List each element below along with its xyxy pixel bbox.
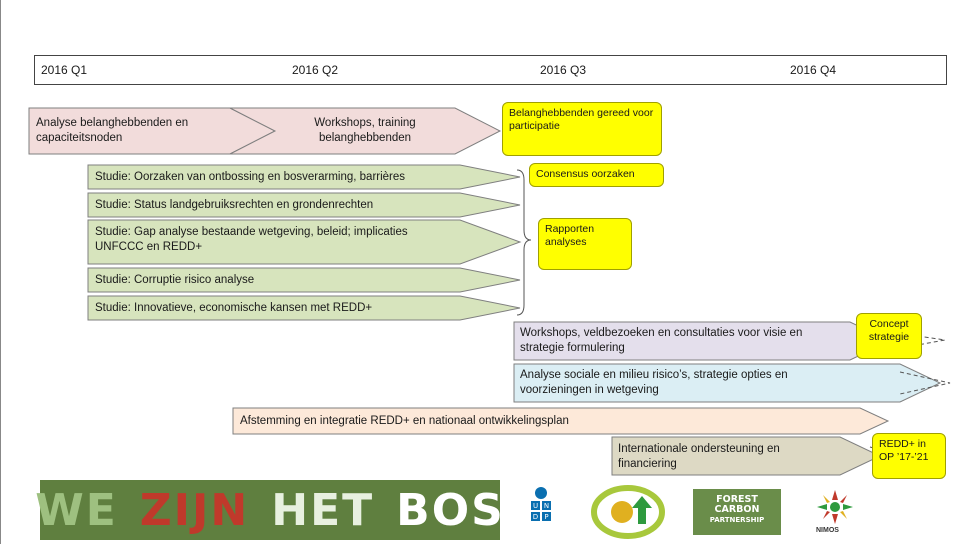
study-arrow bbox=[87, 295, 521, 321]
label-afstemming: Afstemming en integratie REDD+ en nation… bbox=[240, 415, 569, 427]
fcpf-logo: FOREST CARBON PARTNERSHIP bbox=[693, 489, 781, 535]
note-redd-op: REDD+ in OP ’17-’21 bbox=[872, 433, 946, 479]
label-study: Studie: Oorzaken van ontbossing en bosve… bbox=[95, 171, 406, 183]
label-internationaal: Internationale ondersteuning en financie… bbox=[618, 443, 780, 470]
label-analyse-sociale: Analyse sociale en milieu risico’s, stra… bbox=[520, 369, 788, 396]
fcpf-logo-text: CARBON bbox=[714, 504, 760, 515]
svg-text:N: N bbox=[544, 502, 549, 510]
dashed-extension bbox=[899, 371, 951, 395]
svg-text:P: P bbox=[544, 513, 548, 521]
quarter-label: 2016 Q2 bbox=[292, 63, 339, 77]
study-arrow bbox=[87, 164, 521, 190]
recycle-arrow-logo bbox=[591, 485, 665, 539]
label-study: Studie: Innovatieve, economische kansen … bbox=[95, 302, 373, 314]
quarter-label: 2016 Q3 bbox=[540, 63, 587, 77]
logo-word: ZIJN bbox=[139, 484, 250, 536]
study-arrow bbox=[87, 267, 521, 293]
logo-word: BOS bbox=[396, 484, 505, 536]
arrow-afstemming bbox=[232, 407, 890, 435]
nimos-logo-mark bbox=[817, 490, 853, 524]
nimos-logo-text: NIMOS bbox=[816, 527, 839, 534]
logo-word: HET bbox=[271, 484, 375, 536]
arrow-internationaal bbox=[611, 436, 882, 476]
chevron-workshops bbox=[229, 107, 502, 155]
we-zijn-het-bos-logo: WE ZIJN HET BOS bbox=[35, 480, 503, 540]
note-belanghebbenden-gereed: Belanghebbenden gereed voor participatie bbox=[502, 102, 662, 156]
fcpf-logo-text: PARTNERSHIP bbox=[709, 516, 765, 524]
label-analyse: Analyse belanghebbenden en capaciteitsno… bbox=[36, 117, 189, 144]
arrow-analyse-sociale bbox=[513, 363, 942, 403]
logo-word: WE bbox=[35, 484, 118, 536]
quarter-label: 2016 Q4 bbox=[790, 63, 837, 77]
quarter-label: 2016 Q1 bbox=[41, 63, 88, 77]
svg-text:U: U bbox=[533, 502, 538, 510]
fcpf-logo-text: FOREST bbox=[716, 494, 758, 505]
label-study: Studie: Corruptie risico analyse bbox=[95, 274, 255, 286]
note-concept-strategie: Concept strategie bbox=[856, 313, 922, 359]
brace bbox=[516, 169, 532, 316]
study-arrow bbox=[87, 192, 521, 218]
note-consensus-oorzaken: Consensus oorzaken bbox=[529, 163, 664, 187]
timeline-bar: 2016 Q1 2016 Q2 2016 Q3 2016 Q4 bbox=[34, 55, 947, 85]
label-workshops-training: Workshops, training belanghebbenden bbox=[314, 117, 416, 144]
label-study: Studie: Gap analyse bestaande wetgeving,… bbox=[95, 226, 408, 253]
note-rapporten-analyses: Rapporten analyses bbox=[538, 218, 632, 270]
svg-text:D: D bbox=[533, 513, 538, 521]
label-workshops-visie: Workshops, veldbezoeken en consultaties … bbox=[520, 327, 803, 354]
label-study: Studie: Status landgebruiksrechten en gr… bbox=[95, 199, 374, 211]
study-arrow bbox=[87, 219, 522, 265]
undp-logo: U N D P bbox=[531, 487, 551, 521]
